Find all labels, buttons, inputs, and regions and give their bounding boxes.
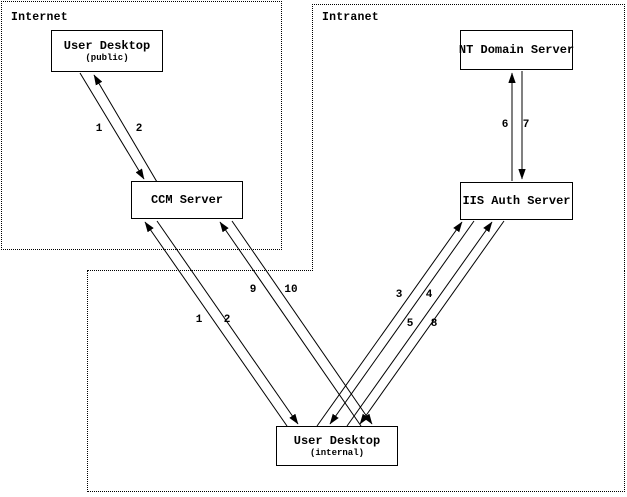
flow-arrow-user_desktop_internal-to-iis_auth_server: [346, 221, 493, 427]
node-label: CCM Server: [150, 192, 223, 207]
flow-step-label: 5: [407, 318, 414, 330]
node-label: IIS Auth Server: [462, 193, 571, 208]
flow-arrow-ccm_server-to-user_desktop_public: [93, 74, 158, 183]
node-user-desktop-internal: User Desktop (internal): [276, 426, 398, 466]
flow-step-label: 7: [523, 119, 530, 131]
internet-zone-border: [1, 1, 282, 250]
flow-step-label: 2: [224, 314, 231, 326]
flow-step-label: 4: [426, 289, 433, 301]
intranet-zone-border: [312, 4, 625, 271]
flow-arrow-iis_auth_server-to-user_desktop_internal: [359, 220, 505, 425]
internet-zone-label: Internet: [11, 11, 68, 24]
flow-arrow-ccm_server-to-user_desktop_internal: [156, 220, 299, 425]
node-label: NT Domain Server: [458, 42, 575, 57]
flow-step-label: 8: [431, 318, 438, 330]
flow-arrow-user_desktop_public-to-ccm_server: [79, 72, 145, 180]
flow-step-label: 6: [502, 119, 509, 131]
internal-zone-top-border: [87, 270, 313, 271]
flow-step-label: 3: [396, 289, 403, 301]
flow-step-label: 9: [250, 284, 257, 296]
node-nt-domain-server: NT Domain Server: [458, 30, 575, 70]
internal-zone-border: [87, 270, 625, 492]
flow-arrow-user_desktop_internal-to-ccm_server: [219, 221, 362, 427]
node-iis-auth-server: IIS Auth Server: [460, 182, 573, 220]
node-user-desktop-public: User Desktop (public): [51, 30, 163, 72]
node-label: User Desktop: [293, 433, 381, 448]
node-sublabel: (internal): [309, 447, 364, 458]
flow-arrow-iis_auth_server-to-user_desktop_internal: [329, 220, 475, 425]
flow-step-label: 1: [96, 123, 103, 135]
flow-step-label: 1: [196, 314, 203, 326]
flow-arrow-user_desktop_internal-to-ccm_server: [144, 221, 288, 427]
flow-step-label: 10: [284, 284, 297, 296]
node-sublabel: (public): [85, 52, 129, 63]
flow-arrow-ccm_server-to-user_desktop_internal: [231, 220, 373, 425]
flow-arrow-user_desktop_internal-to-iis_auth_server: [316, 221, 463, 427]
flow-step-label: 2: [136, 123, 143, 135]
node-ccm-server: CCM Server: [131, 181, 243, 219]
node-label: User Desktop: [63, 38, 151, 53]
intranet-zone-label: Intranet: [322, 11, 379, 24]
